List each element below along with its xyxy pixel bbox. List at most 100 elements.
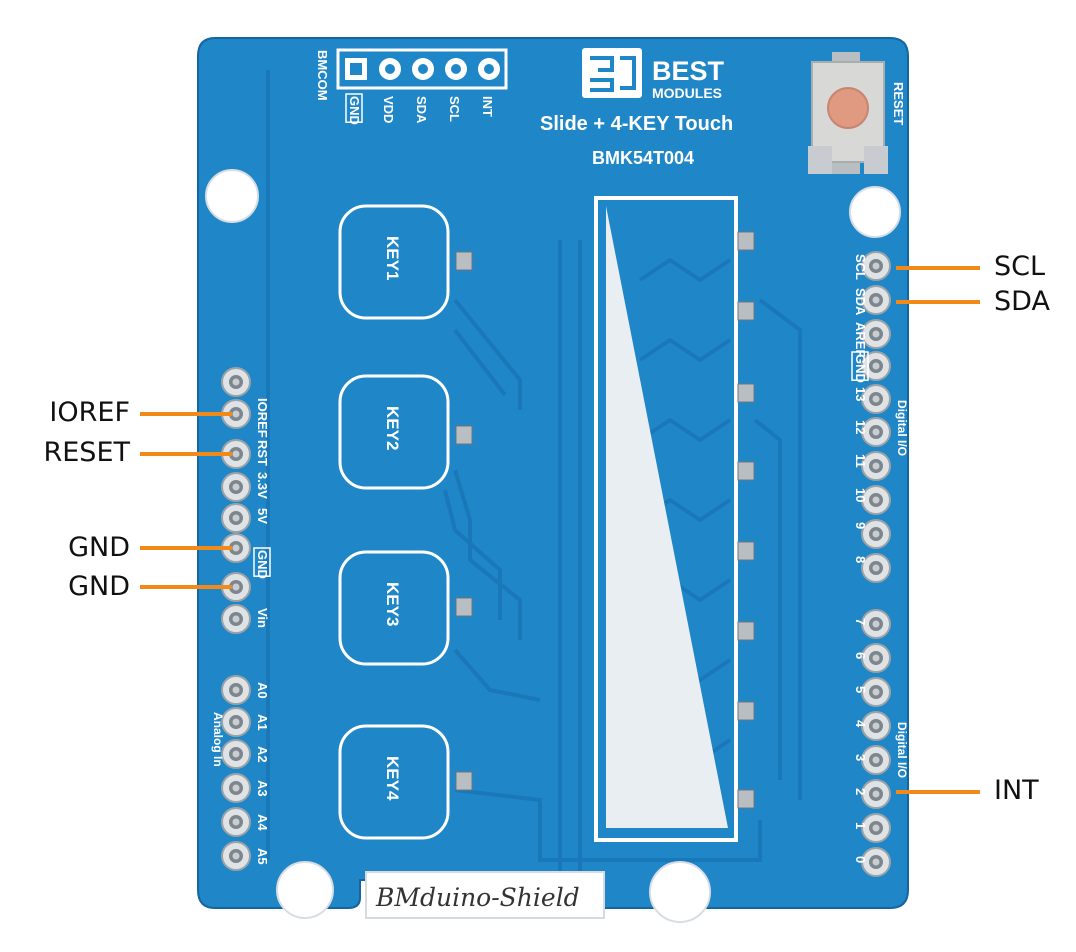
left-pin-label-a1: A1 <box>255 714 270 731</box>
left-pin-label-a3: A3 <box>255 780 270 797</box>
callout-gnd2: GND <box>68 571 130 602</box>
left-power-pin-3 <box>221 439 251 469</box>
left-power-pin-6 <box>221 533 251 563</box>
right-pin-label-d5: 5 <box>853 686 868 693</box>
digital-io-label-bottom: Digital I/O <box>895 722 909 778</box>
right-pin-label-d4: 4 <box>853 720 868 728</box>
left-pin-label-a5: A5 <box>255 848 270 865</box>
pcb <box>197 37 909 909</box>
left-power-pin-5 <box>221 503 251 533</box>
right-pin-label-gnd-box <box>851 351 869 381</box>
touch-key-3: KEY3 <box>338 550 473 666</box>
right-pin-label-d7: 7 <box>853 618 868 625</box>
right-pin-label-scl: SCL <box>853 254 868 280</box>
right-top-pin-10 <box>861 553 891 583</box>
touch-key-label: KEY2 <box>383 406 402 450</box>
digital-io-label-top: Digital I/O <box>895 400 909 456</box>
right-pin-label-aref: AREF <box>853 322 868 357</box>
left-pin-label-33v: 3.3V <box>255 472 270 499</box>
touch-key-label: KEY1 <box>383 236 402 280</box>
right-bottom-pin-8 <box>861 847 891 877</box>
mounting-holes <box>205 169 901 923</box>
left-analog-pin-3 <box>221 739 251 769</box>
left-analog-pin-6 <box>221 841 251 871</box>
right-pin-label-d0: 0 <box>853 856 868 863</box>
slider-pad-8 <box>737 789 755 809</box>
slider-pad-1 <box>737 231 755 251</box>
shield-label: BMduino-Shield <box>375 883 580 912</box>
shield-label-plate: BMduino-Shield <box>365 871 605 919</box>
right-pin-label-8: 8 <box>853 556 868 563</box>
right-top-pin-1 <box>861 251 891 281</box>
left-pin-label-vin: Vin <box>255 608 270 628</box>
left-analog-pin-1 <box>221 675 251 705</box>
left-pin-label-gnd: GND <box>255 550 270 579</box>
brand-logo: BEST MODULES Slide + 4-KEY Touch BMK54T0… <box>540 48 733 168</box>
right-bottom-pin-7 <box>861 813 891 843</box>
slider-pad-2 <box>737 301 755 321</box>
product-title: Slide + 4-KEY Touch <box>540 113 733 135</box>
left-pin-label-a4: A4 <box>255 814 270 831</box>
brand-line2: MODULES <box>652 85 722 101</box>
right-pin-label-11: 11 <box>853 454 868 468</box>
left-pin-label-5v: 5V <box>255 508 270 524</box>
slider-pad-4 <box>737 461 755 481</box>
right-bottom-pin-6 <box>861 779 891 809</box>
left-power-pin-7 <box>221 572 251 602</box>
right-pin-label-d2: 2 <box>853 788 868 795</box>
touch-key-1: KEY1 <box>338 204 473 320</box>
right-bottom-pin-1 <box>861 609 891 639</box>
callout-reset: RESET <box>43 437 130 468</box>
left-power-pin-4 <box>221 472 251 502</box>
callout-scl: SCL <box>994 251 1046 282</box>
right-bottom-pin-3 <box>861 677 891 707</box>
touch-slider <box>594 196 755 842</box>
right-top-pin-7 <box>861 451 891 481</box>
left-analog-pin-2 <box>221 707 251 737</box>
right-top-pin-4 <box>861 351 891 381</box>
header-pin-label-gnd-box <box>345 93 363 123</box>
analog-in-label: Analog In <box>211 712 225 767</box>
header-pin-label-sda: SDA <box>414 96 429 124</box>
header-pin-label-scl: SCL <box>447 96 462 122</box>
left-power-pin-8 <box>221 604 251 634</box>
touch-key-label: KEY4 <box>383 756 402 801</box>
right-pin-label-12: 12 <box>853 420 868 434</box>
right-top-pin-5 <box>861 384 891 414</box>
right-pin-label-9: 9 <box>853 522 868 529</box>
left-analog-pin-4 <box>221 773 251 803</box>
callout-lines <box>140 266 980 794</box>
callout-ioref: IOREF <box>49 397 130 428</box>
left-pin-label-a0: A0 <box>255 682 270 699</box>
touch-key-label: KEY3 <box>383 582 402 626</box>
left-power-pin-2 <box>221 399 251 429</box>
reset-label: RESET <box>891 82 906 125</box>
left-power-pin-1 <box>221 367 251 397</box>
brand-line1: BEST <box>652 56 725 86</box>
callout-gnd1: GND <box>68 532 130 563</box>
left-analog-pin-5 <box>221 807 251 837</box>
reset-button: RESET <box>808 52 906 174</box>
right-pin-label-d6: 6 <box>853 652 868 659</box>
header-pin-label-vdd: VDD <box>381 96 396 123</box>
left-pin-label-ioref: IOREF <box>255 398 270 438</box>
right-top-pin-9 <box>861 519 891 549</box>
touch-key-2: KEY2 <box>338 374 473 490</box>
model-number: BMK54T004 <box>592 148 694 168</box>
right-pin-label-10: 10 <box>853 488 868 502</box>
right-pin-label-sda: SDA <box>853 288 868 316</box>
right-top-pin-6 <box>861 417 891 447</box>
callout-sda: SDA <box>994 286 1050 317</box>
slider-pad-6 <box>737 621 755 641</box>
left-pin-label-rst: RST <box>255 440 270 466</box>
right-top-pin-3 <box>861 319 891 349</box>
right-top-pin-2 <box>861 285 891 315</box>
left-pin-label-a2: A2 <box>255 746 270 763</box>
right-pin-label-d3: 3 <box>853 754 868 761</box>
